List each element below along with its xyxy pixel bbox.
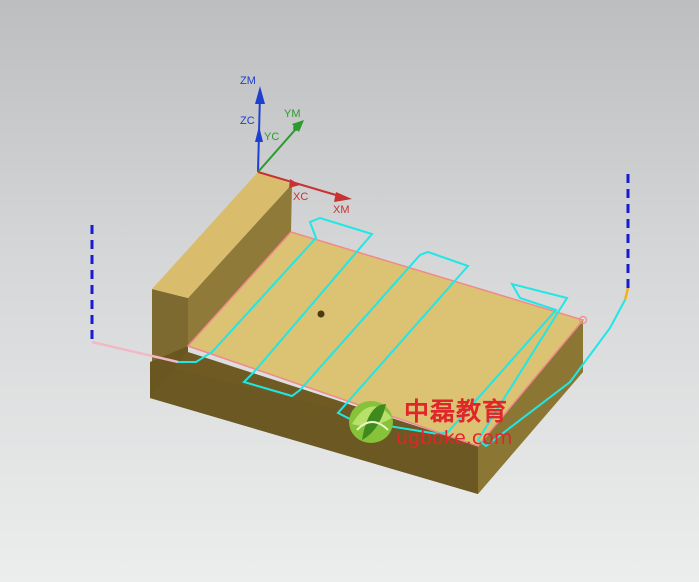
zc-arrow (255, 126, 263, 142)
block-right-face (478, 320, 583, 494)
ym-label: YM (284, 108, 301, 120)
xc-label: XC (293, 191, 309, 203)
wall-inner-face (188, 184, 292, 346)
zm-label: ZM (240, 75, 256, 87)
wall-bottom-strip (150, 346, 188, 398)
yc-marker (293, 125, 299, 131)
engage-move (91, 340, 179, 364)
wall-top-face (152, 172, 292, 298)
watermark-company: 中磊教育 (404, 397, 509, 426)
center-point (317, 310, 325, 318)
watermark-website: ugboke.com (396, 427, 513, 449)
xm-label: XM (333, 204, 350, 216)
retract-move (623, 287, 630, 301)
cut-move (178, 216, 626, 448)
zc-label: ZC (240, 115, 255, 127)
xc-arrow (289, 179, 300, 188)
wall-left-face (152, 289, 188, 362)
watermark-logo-icon (349, 401, 393, 443)
workpiece-model[interactable] (150, 172, 588, 494)
x-axis (257, 171, 347, 199)
block-front-face-main (150, 362, 478, 494)
xm-arrow (334, 192, 352, 202)
yc-label: YC (264, 131, 280, 143)
wcs-triad[interactable] (255, 86, 352, 202)
zm-arrow (255, 86, 265, 104)
boundary-marker (578, 315, 588, 325)
toolpath[interactable] (90, 172, 630, 448)
